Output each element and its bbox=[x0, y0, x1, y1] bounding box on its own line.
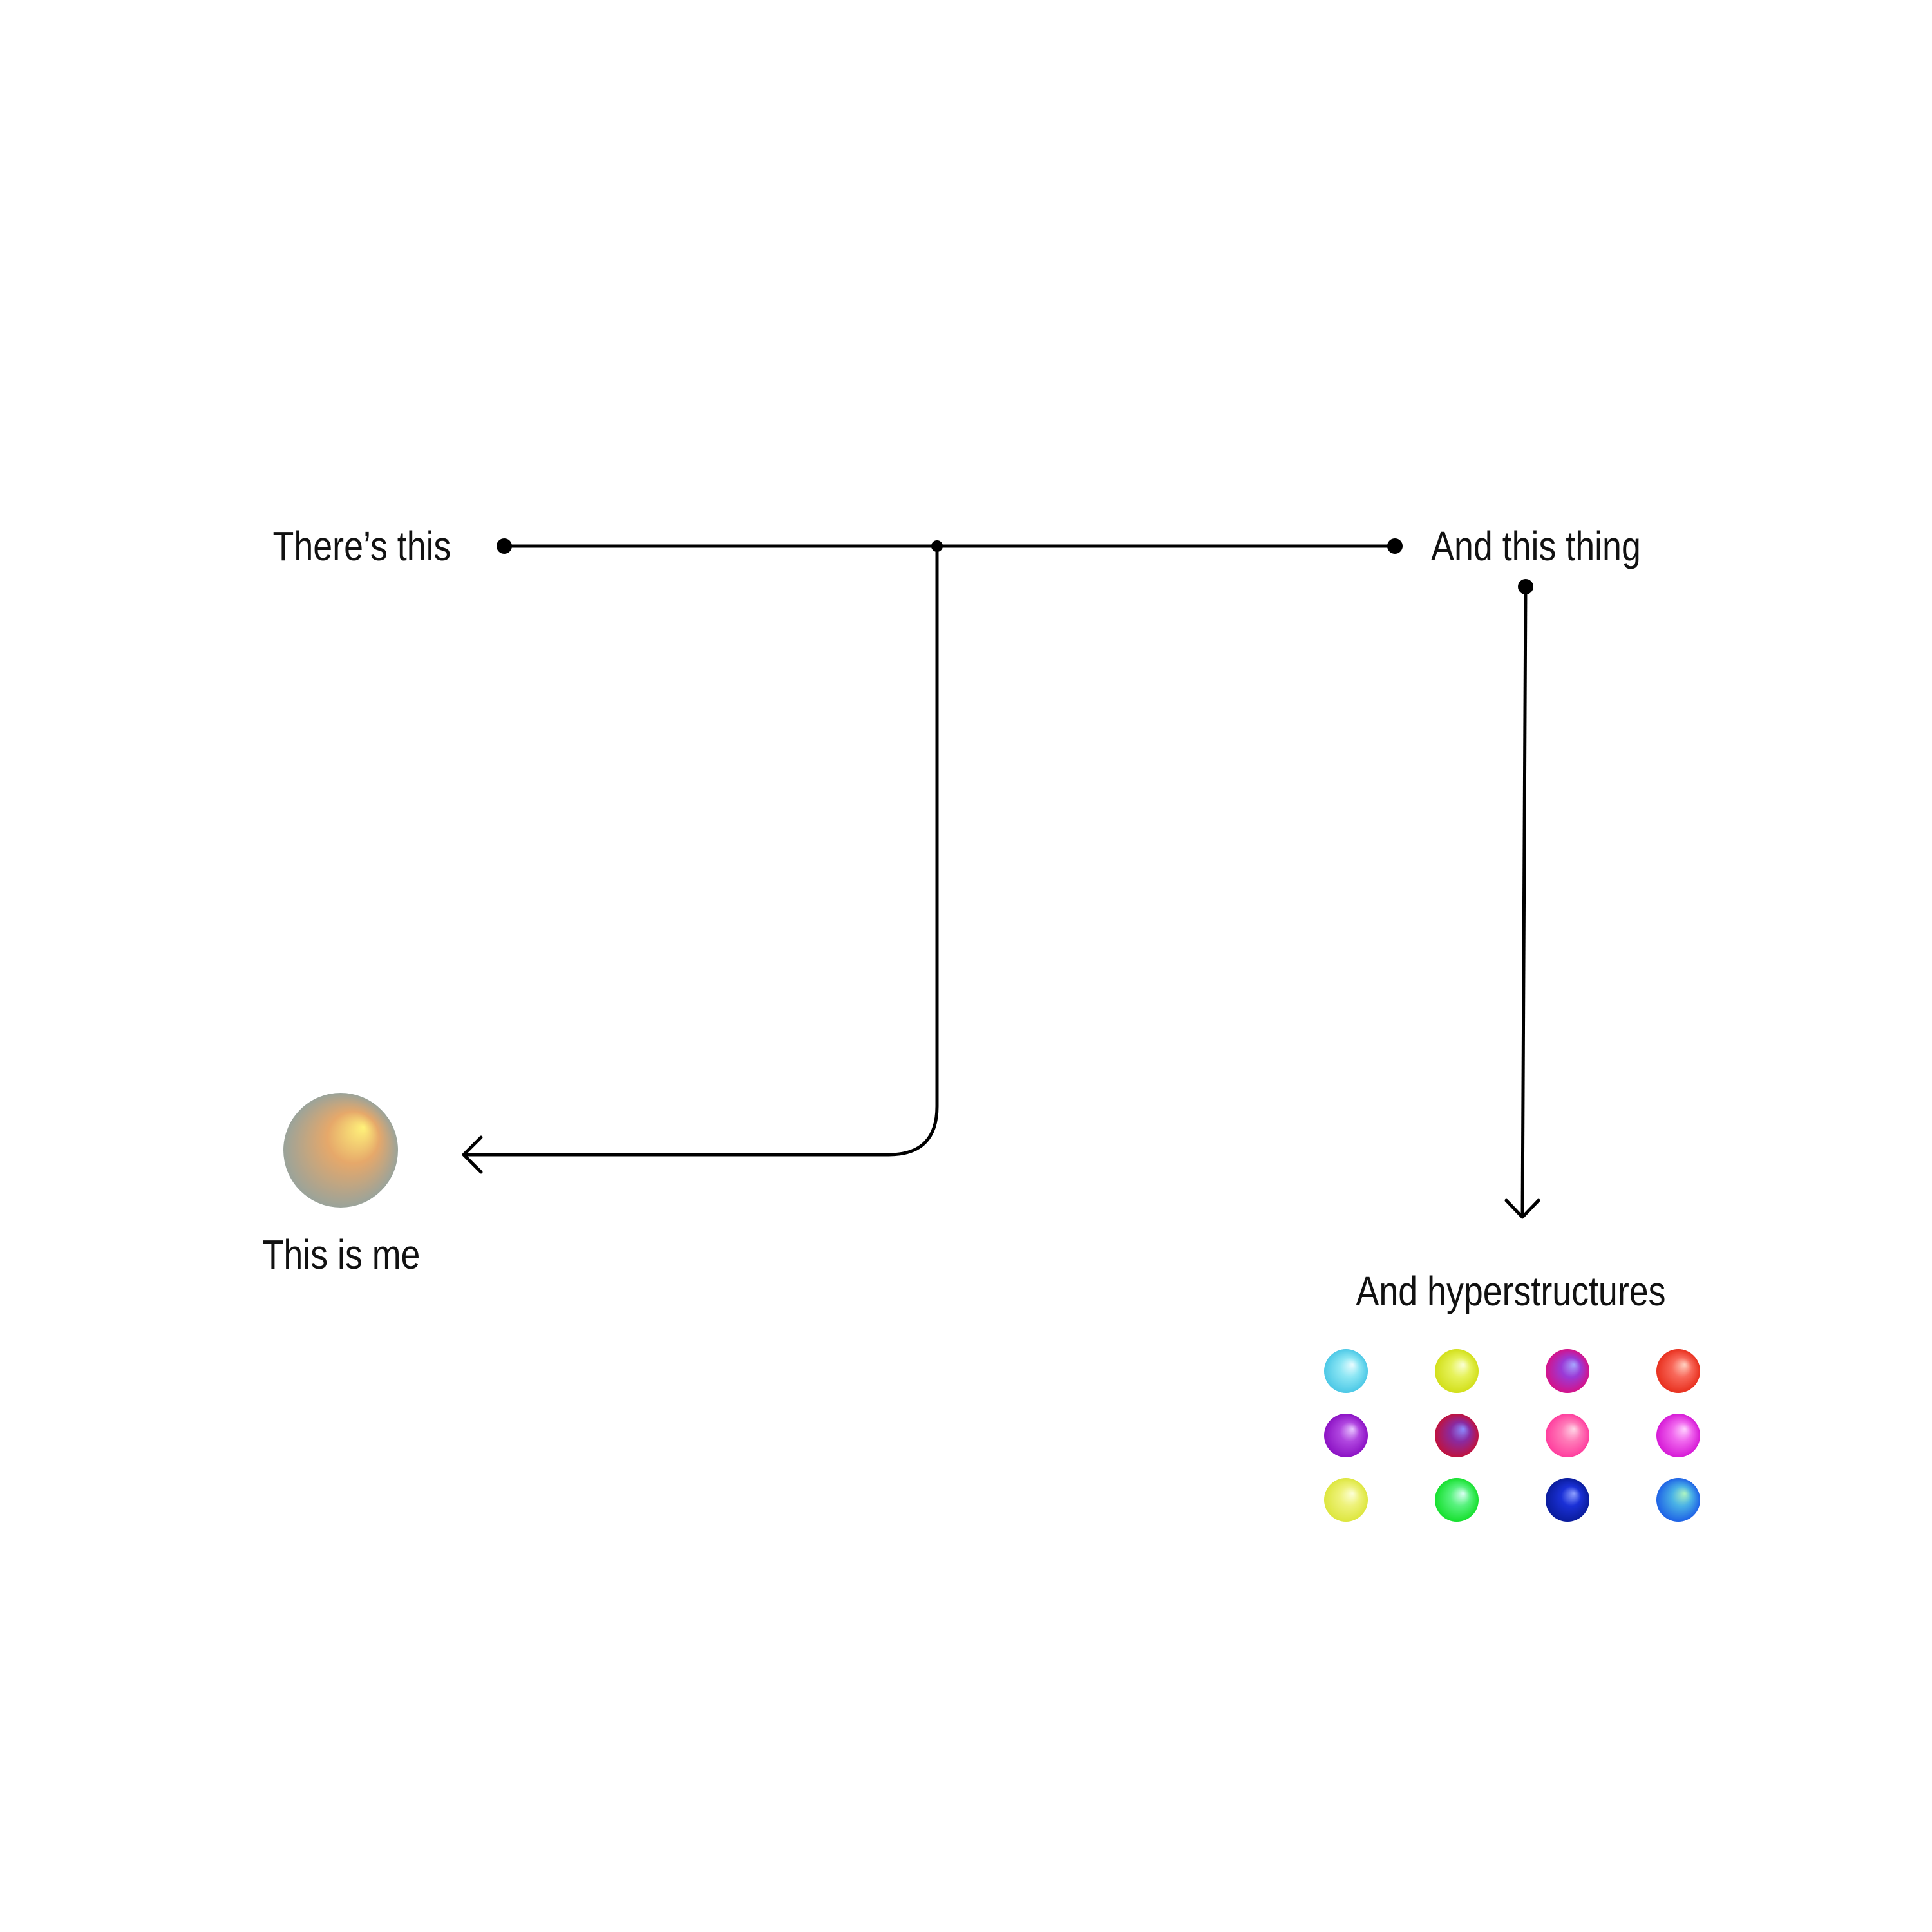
end-node-dot bbox=[1387, 538, 1403, 554]
hyperstructure-sphere bbox=[1435, 1349, 1479, 1393]
down-arrow-line bbox=[1520, 586, 1528, 1218]
hyperstructure-sphere bbox=[1656, 1349, 1700, 1393]
arrowhead-left-icon bbox=[462, 1135, 483, 1174]
and-hyperstructures-label: And hyperstructures bbox=[1356, 1268, 1665, 1315]
this-is-me-label: This is me bbox=[263, 1231, 421, 1278]
hyperstructure-sphere bbox=[1656, 1414, 1700, 1457]
hyperstructure-sphere bbox=[1324, 1349, 1368, 1393]
hyperstructures-grid bbox=[1324, 1349, 1700, 1522]
branch-to-me-line bbox=[465, 546, 939, 1157]
arrowhead-down-icon bbox=[1504, 1198, 1540, 1219]
hyperstructure-sphere bbox=[1435, 1414, 1479, 1457]
me-sphere bbox=[283, 1093, 398, 1208]
start-node-dot bbox=[497, 538, 512, 554]
hyperstructure-sphere bbox=[1546, 1478, 1589, 1522]
hyperstructure-sphere bbox=[1324, 1478, 1368, 1522]
theres-this-label: There’s this bbox=[273, 523, 451, 570]
hyperstructure-sphere bbox=[1435, 1478, 1479, 1522]
hyperstructure-sphere bbox=[1546, 1414, 1589, 1457]
hyperstructure-sphere bbox=[1324, 1414, 1368, 1457]
hyperstructure-sphere bbox=[1546, 1349, 1589, 1393]
hyperstructure-sphere bbox=[1656, 1478, 1700, 1522]
and-this-thing-label: And this thing bbox=[1431, 523, 1641, 570]
